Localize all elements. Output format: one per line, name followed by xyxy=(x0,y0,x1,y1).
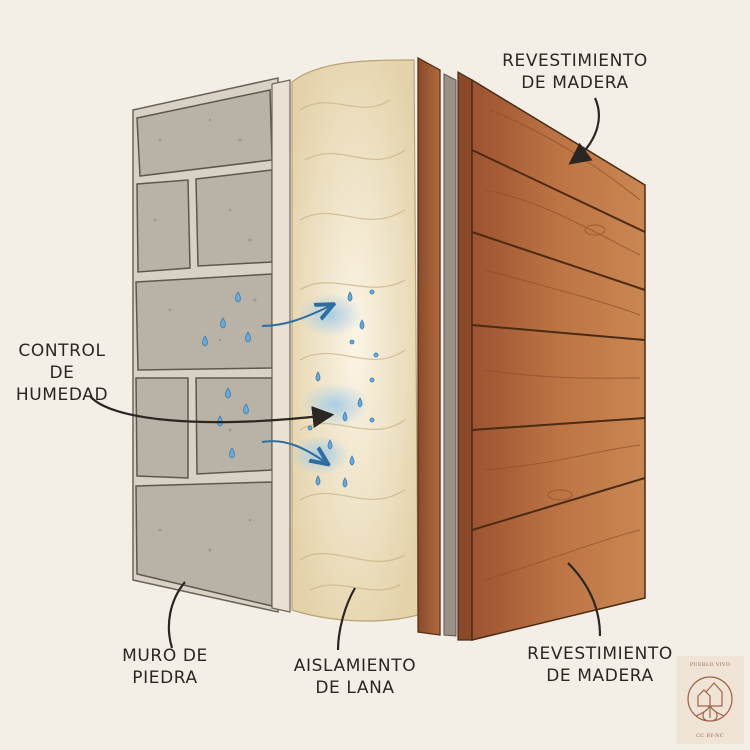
label-line: AISLAMIENTO xyxy=(293,656,417,676)
callout-lines xyxy=(89,97,602,651)
wool-insulation xyxy=(290,59,419,622)
village-tree-roots-icon xyxy=(687,676,733,722)
label-line: CONTROL xyxy=(18,341,106,361)
label-control-humedad: CONTROL DE HUMEDAD xyxy=(12,340,112,406)
logo-license: CC BY-NC xyxy=(696,733,724,739)
label-line: DE xyxy=(49,363,75,383)
label-line: DE LANA xyxy=(315,678,395,698)
callout-control-humedad xyxy=(89,395,335,428)
label-line: HUMEDAD xyxy=(15,385,109,405)
callout-aislamiento-lana xyxy=(336,587,356,651)
logo-name: PUEBLO VIVO xyxy=(689,662,731,668)
label-line: DE MADERA xyxy=(521,73,629,93)
moisture-flow-arrows xyxy=(261,306,330,462)
label-line: MURO DE xyxy=(122,646,208,666)
label-revestimiento-madera-bottom: REVESTIMIENTO DE MADERA xyxy=(520,643,680,687)
label-line: REVESTIMIENTO xyxy=(502,51,648,71)
moisture-drops xyxy=(202,289,379,488)
pueblo-vivo-logo: PUEBLO VIVO CC BY-NC xyxy=(676,656,744,744)
label-aislamiento-lana: AISLAMIENTO DE LANA xyxy=(280,655,430,699)
wood-cladding xyxy=(457,70,646,641)
stone-wall xyxy=(132,77,291,613)
callout-revestimiento-top xyxy=(568,97,600,165)
label-revestimiento-madera-top: REVESTIMIENTO DE MADERA xyxy=(500,50,650,94)
label-line: PIEDRA xyxy=(132,668,198,688)
label-muro-piedra: MURO DE PIEDRA xyxy=(100,645,230,689)
callout-muro-piedra xyxy=(167,581,186,649)
label-line: REVESTIMIENTO xyxy=(527,644,673,664)
callout-revestimiento-bottom xyxy=(567,562,602,637)
wood-batten xyxy=(417,56,457,637)
label-line: DE MADERA xyxy=(546,666,654,686)
